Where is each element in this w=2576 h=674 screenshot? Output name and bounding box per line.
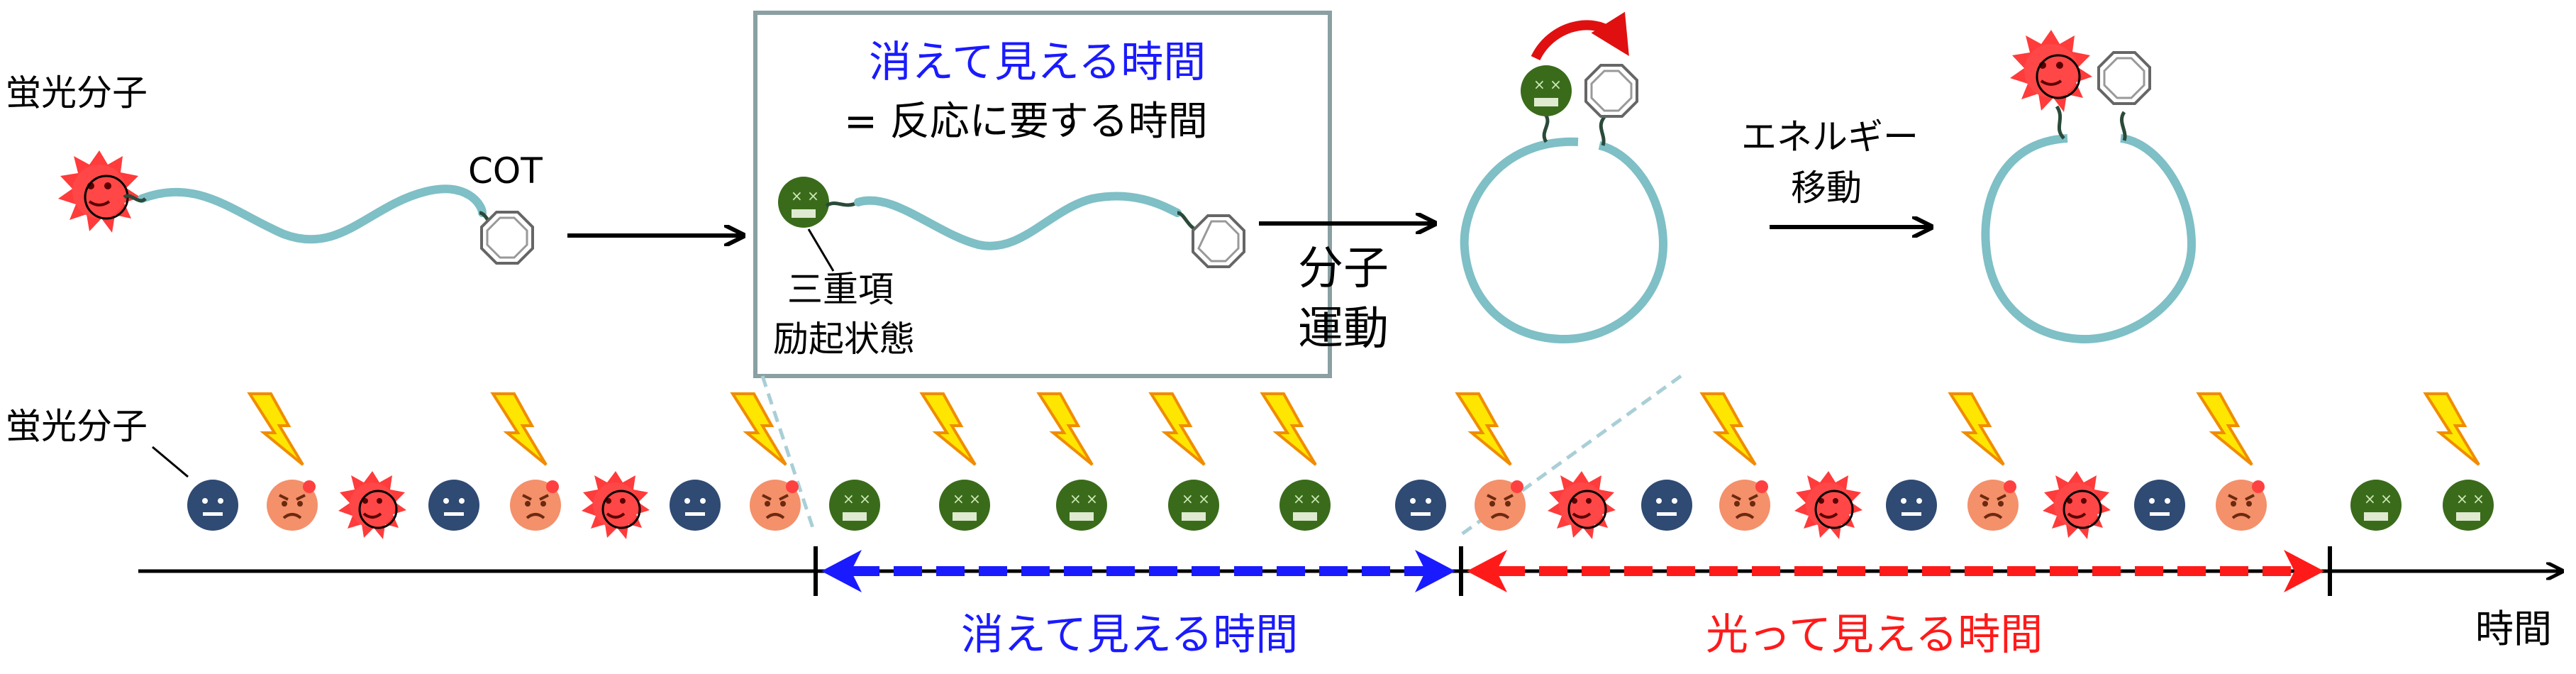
molecule-dark-blue [1886,480,1937,531]
cyclooctatetraene-icon [1192,214,1245,268]
dark-time-label: 消えて見える時間 [961,610,1298,660]
lightning-icon [1699,392,1757,466]
molecule-red-burst [1548,471,1616,539]
triplet-pointer-line [807,228,835,272]
molecule-red-burst [582,471,650,539]
dark-time-arrowhead-left [821,550,862,592]
molecule-red-burst [2043,471,2111,539]
lightning-icon [2196,392,2253,466]
cyclooctatetraene-icon [1584,64,1638,118]
molecule-dark-blue [2134,480,2185,531]
dark-time-arrowhead-right [1415,550,1455,592]
molecule-green-triplet: × × [939,480,990,531]
molecule-green-triplet: × × [1056,480,1107,531]
svg-text:× ×: × × [791,187,819,204]
lightning-icon [1455,392,1512,466]
lightning-icon [730,392,787,466]
cot-label: COT [468,150,543,192]
box-subtitle-reaction-time: = 反応に要する時間 [844,99,1208,145]
red-fluorophore-molecule-right [2010,30,2092,112]
energy-label-1: エネルギー [1741,116,1919,158]
svg-text:× ×: × × [843,490,871,507]
lightning-icon [1036,392,1094,466]
box-title-dark-time: 消えて見える時間 [869,38,1206,87]
lightning-icon [490,392,548,466]
lightning-icon [1148,392,1206,466]
molecule-orange-angry [2216,480,2267,531]
molecule-orange-angry [267,480,318,531]
motion-label-2: 運動 [1298,303,1389,355]
molecule-dark-blue [428,480,479,531]
linker-strand-left [138,184,487,244]
svg-text:× ×: × × [1070,490,1098,507]
molecule-red-burst [1794,471,1862,539]
bright-time-arrowhead-left [1467,550,1507,592]
green-triplet-molecule-box: × × [778,177,829,228]
svg-text:× ×: × × [1533,76,1562,93]
curved-arrow-icon [1531,11,1629,61]
energy-label-2: 移動 [1791,167,1862,209]
motion-label-1: 分子 [1298,243,1389,295]
zoom-guide-left [760,375,816,533]
reaction-time-box [753,11,1332,378]
molecule-orange-angry [1719,480,1770,531]
molecule-orange-angry [510,480,561,531]
svg-text:× ×: × × [1182,490,1210,507]
molecule-red-burst [338,471,406,539]
fluorophore-label-top: 蛍光分子 [6,72,148,114]
bright-time-label: 光って見える時間 [1706,610,2043,660]
molecule-green-triplet: × × [1279,480,1331,531]
lightning-icon [1948,392,2005,466]
svg-text:× ×: × × [953,490,981,507]
molecule-dark-blue [1395,480,1446,531]
svg-text:× ×: × × [1293,490,1321,507]
lightning-icon [247,392,304,466]
molecule-dark-blue [670,480,721,531]
ring-molecule-right [1981,105,2197,344]
molecule-dark-blue [1641,480,1692,531]
cyclooctatetraene-icon [2097,51,2151,105]
svg-text:× ×: × × [2456,490,2485,507]
red-fluorophore-molecule [58,150,140,233]
linker-strand-box [854,192,1182,250]
molecule-green-triplet: × × [2350,480,2402,531]
ring-molecule-middle [1460,112,1668,344]
fluorophore-pointer-line [152,446,189,478]
molecule-orange-angry [750,480,801,531]
green-triplet-molecule-ring: × × [1521,65,1572,116]
lightning-icon [919,392,977,466]
lightning-icon [1260,392,1317,466]
molecule-sequence-row: × × × × × × × × × × × × × × [187,392,2494,539]
molecule-orange-angry [1967,480,2019,531]
molecule-dark-blue [187,480,238,531]
bright-time-arrowhead-right [2284,550,2324,592]
molecule-green-triplet: × × [2443,480,2494,531]
lightning-icon [2423,392,2480,466]
time-axis-label: 時間 [2475,607,2552,651]
svg-text:× ×: × × [2364,490,2392,507]
triplet-label-1: 三重項 [787,269,894,310]
molecule-orange-angry [1475,480,1526,531]
fluorophore-label-bottom: 蛍光分子 [6,406,148,447]
molecule-green-triplet: × × [1168,480,1219,531]
cyclooctatetraene-icon [480,211,534,265]
triplet-label-2: 励起状態 [773,319,915,360]
molecule-green-triplet: × × [829,480,880,531]
